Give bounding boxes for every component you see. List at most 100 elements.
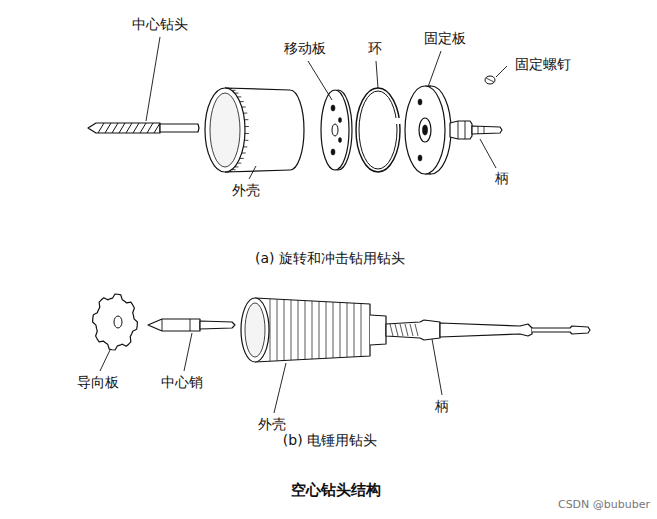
- shell-b-rib: [326, 302, 327, 358]
- shell-tooth: [242, 153, 246, 154]
- moving-plate-hole: [332, 124, 338, 136]
- shell-opening: [205, 88, 245, 172]
- shell-tooth: [243, 113, 247, 114]
- shell-tooth: [235, 166, 239, 167]
- shank-b-taper: [440, 323, 532, 337]
- shell-tooth: [242, 107, 246, 108]
- part-name: 固定螺钉: [515, 56, 571, 72]
- shell-tooth: [245, 133, 249, 134]
- drill-flute: [119, 123, 125, 133]
- leader-line: [249, 166, 256, 179]
- part-name: 环: [368, 40, 382, 56]
- part-name: 导向板: [77, 374, 119, 390]
- shell-b-rib: [319, 301, 320, 358]
- drill-flute: [98, 123, 104, 133]
- leader-line: [428, 51, 441, 87]
- set-screw: [485, 76, 495, 84]
- guide-plate: [93, 294, 138, 350]
- part-name: 中心钻头: [132, 16, 188, 32]
- shell-tooth: [232, 90, 236, 91]
- shell-tooth: [237, 96, 241, 97]
- leader-line: [432, 339, 442, 395]
- shell-tooth: [232, 169, 236, 170]
- shell-b-inner: [245, 303, 265, 357]
- drill-flute: [133, 123, 139, 133]
- shell-tooth: [235, 93, 239, 94]
- leader-line: [100, 350, 110, 371]
- shell-tooth: [243, 146, 247, 147]
- shell-tooth: [237, 163, 241, 164]
- shell-b-rib: [333, 302, 334, 358]
- shank-thread: [478, 126, 484, 134]
- shell-b-rib: [354, 303, 355, 357]
- fixed-plate: [405, 86, 445, 174]
- drill-flute: [126, 123, 132, 133]
- part-name: 柄: [495, 170, 509, 186]
- shell-b-body: [255, 298, 370, 362]
- leader-line: [146, 37, 160, 121]
- part-name: 固定板: [424, 30, 466, 46]
- shank-b-tail: [532, 326, 590, 334]
- drill-flute: [154, 123, 160, 133]
- fixed-plate-hub: [419, 118, 431, 142]
- shank-b-thread: [410, 324, 413, 336]
- guide-plate-hole: [114, 316, 122, 328]
- drill-flute: [140, 123, 146, 133]
- shell-b-rib: [347, 303, 348, 357]
- part-name: 中心销: [161, 374, 203, 390]
- ring-gap: [395, 118, 401, 124]
- drill-body: [88, 123, 160, 133]
- shank-nut-face: [458, 121, 465, 139]
- shell-tooth: [244, 119, 248, 120]
- set-screw-slot: [486, 78, 494, 82]
- shell-b-rib: [340, 303, 341, 358]
- shell-inner: [210, 93, 240, 167]
- shell-b-rib: [270, 299, 271, 361]
- ring-outer: [356, 88, 400, 172]
- shell-tooth: [225, 172, 229, 173]
- leader-line: [308, 61, 332, 100]
- shell-b-rib: [277, 299, 278, 360]
- moving-plate-hole: [339, 138, 342, 143]
- pin-rod: [200, 321, 235, 329]
- leader-line: [496, 66, 507, 77]
- shank-rod: [472, 126, 502, 134]
- part-name: 外壳: [258, 416, 286, 432]
- figure-caption: 空心钻头结构: [291, 482, 381, 499]
- drill-flute: [105, 123, 111, 133]
- leader-line: [184, 333, 192, 371]
- part-name: 移动板: [284, 40, 326, 56]
- pin-ring: [162, 319, 190, 331]
- shell-tooth: [228, 88, 232, 89]
- part-name: 柄: [435, 398, 449, 414]
- shell-b-neck: [370, 315, 386, 345]
- shell-b-rib: [298, 300, 299, 359]
- fixed-plate-hole: [418, 155, 422, 161]
- leader-line: [480, 139, 496, 168]
- drill-flute: [112, 123, 118, 133]
- shell-tooth: [240, 101, 244, 102]
- shank-nut: [450, 121, 472, 139]
- pin-head: [148, 319, 200, 331]
- watermark: CSDN @bububer: [558, 499, 650, 512]
- drill-shank: [160, 124, 199, 132]
- shell-b-opening: [241, 298, 269, 362]
- leader-line: [274, 363, 286, 413]
- sub-caption: (b) 电锤用钻头: [283, 432, 377, 448]
- shell-b-rib: [291, 300, 292, 360]
- shell-b-rib: [312, 301, 313, 359]
- part-name: 外壳: [232, 182, 260, 198]
- shank-b-thread: [395, 324, 398, 336]
- shank-b-thread: [415, 324, 418, 336]
- moving-plate-hole: [339, 118, 342, 123]
- moving-plate-hole: [331, 105, 335, 111]
- fixed-plate-hole: [423, 125, 428, 135]
- shank-b-head: [386, 320, 440, 340]
- leader-line: [376, 61, 378, 88]
- shank-b-thread: [400, 324, 403, 336]
- drill-flute: [147, 123, 153, 133]
- ring-inner: [359, 91, 397, 169]
- shell-b-rib: [305, 301, 306, 360]
- moving-plate: [321, 90, 349, 170]
